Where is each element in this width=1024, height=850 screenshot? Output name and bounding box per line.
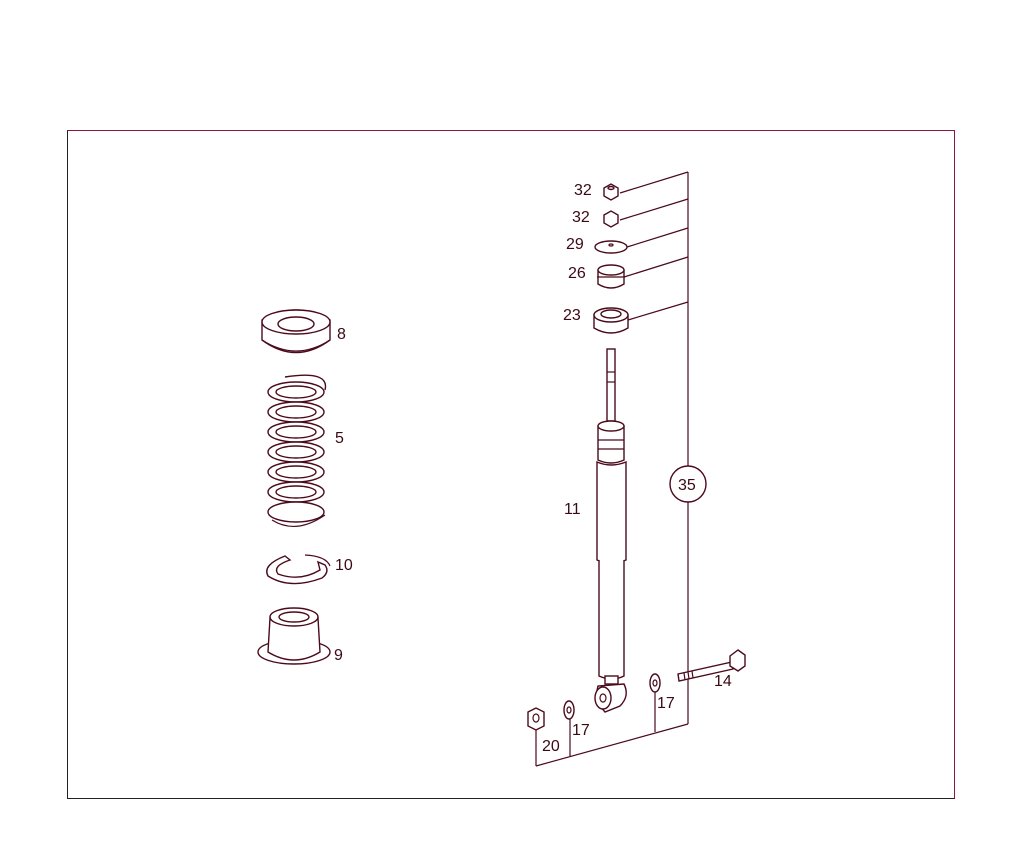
label-20: 20 xyxy=(542,738,560,755)
label-23: 23 xyxy=(563,307,581,324)
label-8: 8 xyxy=(337,326,346,343)
leader-lines xyxy=(535,171,689,767)
label-32b: 32 xyxy=(572,209,590,226)
label-14: 14 xyxy=(714,673,732,690)
label-29: 29 xyxy=(566,236,584,253)
part-26-rubber-mount[interactable] xyxy=(597,264,625,289)
group-callout-35 xyxy=(669,465,707,503)
label-17a: 17 xyxy=(572,722,590,739)
part-17-washer-left[interactable] xyxy=(563,700,575,720)
label-10: 10 xyxy=(335,557,353,574)
part-8-upper-seat[interactable] xyxy=(261,309,331,354)
label-11: 11 xyxy=(564,501,581,518)
label-5: 5 xyxy=(335,430,344,447)
label-17b: 17 xyxy=(657,695,675,712)
part-10-pad-ring[interactable] xyxy=(266,554,331,585)
part-20-nut[interactable] xyxy=(527,707,545,731)
part-9-lower-seat[interactable] xyxy=(257,607,331,665)
diagram-frame xyxy=(67,130,955,799)
part-11-shock-absorber[interactable] xyxy=(594,348,627,713)
part-23-rubber-mount[interactable] xyxy=(593,307,629,334)
part-5-coil-spring[interactable] xyxy=(267,374,327,527)
part-17-washer-right[interactable] xyxy=(649,673,661,693)
part-32-nut-upper[interactable] xyxy=(603,183,619,201)
label-26: 26 xyxy=(568,265,586,282)
label-32a: 32 xyxy=(574,182,592,199)
label-9: 9 xyxy=(334,647,343,664)
part-29-washer[interactable] xyxy=(594,240,628,254)
part-32-nut-lower[interactable] xyxy=(603,210,619,228)
part-14-bolt[interactable] xyxy=(677,649,746,682)
label-35: 35 xyxy=(678,477,696,494)
